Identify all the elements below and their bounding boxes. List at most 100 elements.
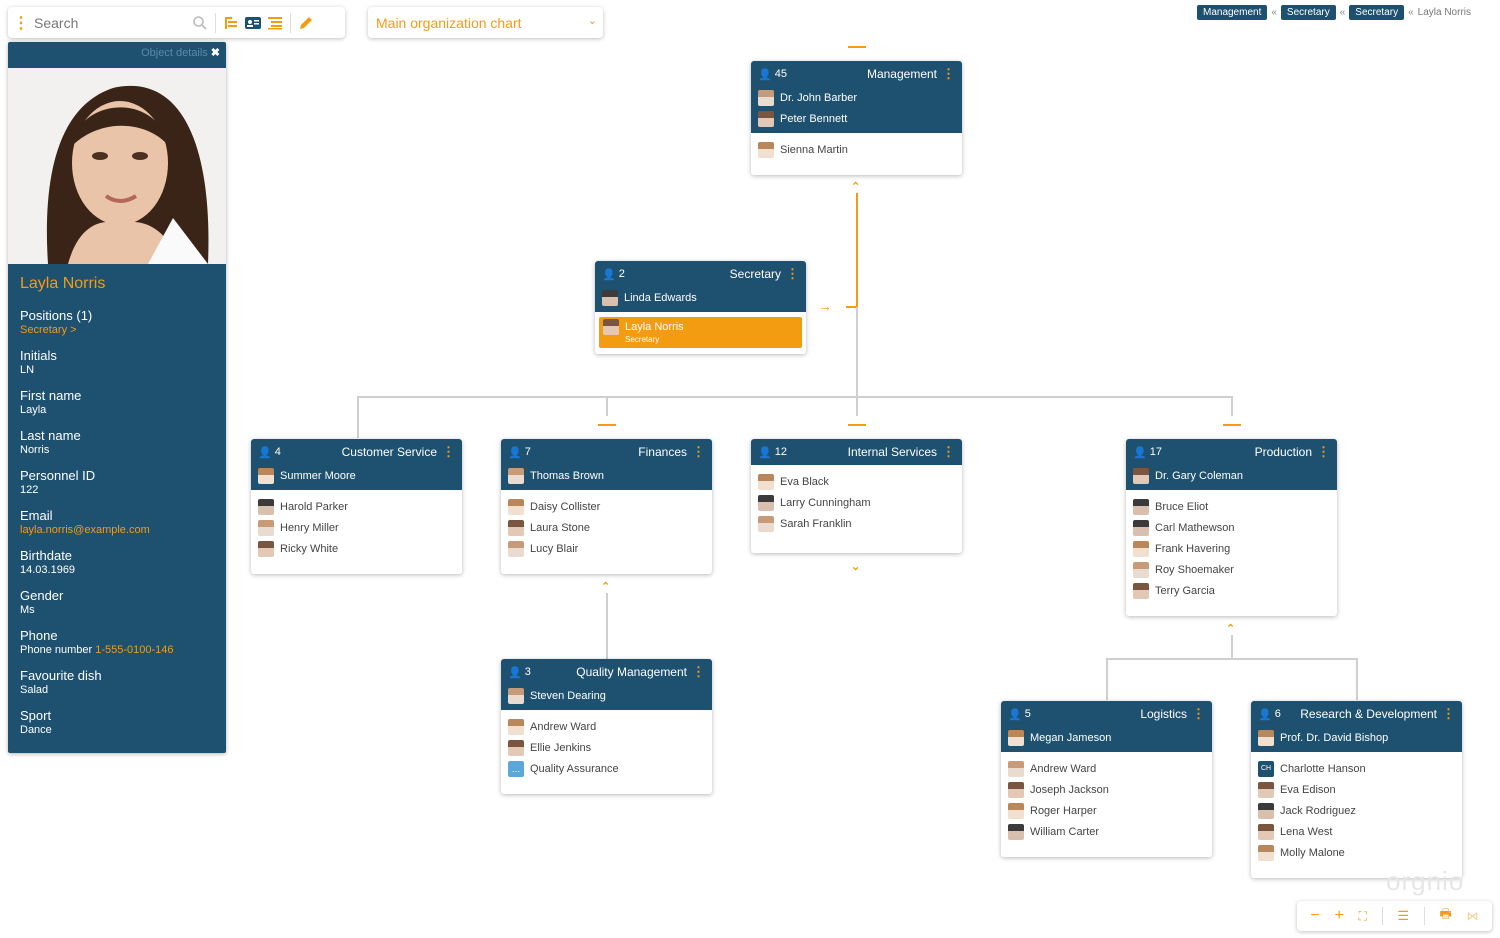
box-menu-icon[interactable]: ⋮ [692,664,705,679]
menu-icon[interactable]: ⋮ [13,14,29,32]
avatar [1133,561,1149,578]
org-box-production[interactable]: 👤17 Production ⋮ Dr. Gary Coleman Bruce … [1126,439,1337,616]
member-row[interactable]: Carl Mathewson [1133,517,1330,538]
member-name: Lena West [1280,825,1333,838]
box-menu-icon[interactable]: ⋮ [1442,706,1455,721]
chart-selector[interactable]: Main organization chart ⌄ [368,7,603,38]
lead-person[interactable]: Dr. Gary Coleman [1133,465,1330,490]
email-link[interactable]: layla.norris@example.com [20,524,150,536]
box-members: Andrew Ward Ellie Jenkins …Quality Assur… [501,710,712,789]
box-menu-icon[interactable]: ⋮ [442,444,455,459]
zoom-out-icon[interactable]: − [1310,907,1320,924]
expand-down-icon[interactable]: ⌄ [851,561,861,573]
box-menu-icon[interactable]: ⋮ [942,444,955,459]
card-icon[interactable] [242,12,264,34]
expand-up-icon[interactable]: ⌃ [851,181,861,193]
box-title-row: 👤5 Logistics ⋮ [1008,701,1205,727]
member-row[interactable]: Sienna Martin [758,139,955,160]
box-menu-icon[interactable]: ⋮ [786,266,799,281]
lead-person[interactable]: Thomas Brown [508,465,705,490]
close-icon[interactable]: ✖ [210,47,220,59]
org-box-finances[interactable]: 👤7 Finances ⋮ Thomas Brown Daisy Collist… [501,439,712,574]
field-label: Last name [20,428,81,443]
tree-list-icon[interactable] [220,12,242,34]
breadcrumb-item[interactable]: Secretary [1280,5,1336,20]
member-row[interactable]: Laura Stone [508,517,705,538]
member-row[interactable]: Frank Havering [1133,538,1330,559]
arrow-right-icon[interactable]: → [818,298,832,314]
lead-person[interactable]: Prof. Dr. David Bishop [1258,727,1455,752]
expand-up-icon[interactable]: ⌃ [1226,623,1236,635]
member-row[interactable]: Eva Black [758,471,955,492]
member-row[interactable]: Lucy Blair [508,538,705,559]
avatar [1133,498,1149,515]
org-box-internal-services[interactable]: 👤12 Internal Services ⋮ Eva Black Larry … [751,439,962,553]
breadcrumb-item[interactable]: Management [1196,5,1268,20]
share-icon[interactable]: ⋈ [1466,909,1479,923]
search-icon[interactable] [189,12,211,34]
count-value: 7 [524,446,531,458]
person-icon: 👤 [1258,708,1272,721]
search-input[interactable]: Search [34,14,79,31]
lead-person[interactable]: Dr. John Barber [758,87,955,108]
member-row[interactable]: Roy Shoemaker [1133,559,1330,580]
connector [1231,396,1233,416]
zoom-in-icon[interactable]: + [1334,907,1344,924]
member-row[interactable]: Andrew Ward [508,716,705,737]
box-menu-icon[interactable]: ⋮ [942,66,955,81]
member-row[interactable]: Terry Garcia [1133,580,1330,601]
member-name: Andrew Ward [1030,762,1097,775]
box-menu-icon[interactable]: ⋮ [1317,444,1330,459]
outline-icon[interactable] [264,12,286,34]
member-row[interactable]: Jack Rodriguez [1258,800,1455,821]
lead-person[interactable]: Steven Dearing [508,685,705,710]
avatar [758,141,774,158]
member-row[interactable]: …Quality Assurance [508,758,705,779]
lead-person[interactable]: Megan Jameson [1008,727,1205,752]
lead-person[interactable]: Linda Edwards [602,287,799,312]
employee-count: 👤45 [758,68,787,81]
org-box-management[interactable]: 👤45 Management ⋮ Dr. John Barber Peter B… [751,61,962,175]
connector [856,396,858,416]
member-row[interactable]: Ricky White [258,538,455,559]
phone-link[interactable]: 1-555-0100-146 [95,644,174,656]
org-box-customer-service[interactable]: 👤4 Customer Service ⋮ Summer Moore Harol… [251,439,462,574]
member-row[interactable]: Daisy Collister [508,496,705,517]
box-title: Logistics [1140,707,1187,721]
member-row[interactable]: Henry Miller [258,517,455,538]
selected-person[interactable]: Layla Norris Secretary [599,317,802,348]
lead-person[interactable]: Summer Moore [258,465,455,490]
breadcrumb-item[interactable]: Secretary [1349,5,1405,20]
org-box-research-development[interactable]: 👤6 Research & Development ⋮ Prof. Dr. Da… [1251,701,1462,878]
positions-link[interactable]: Secretary > [20,324,77,336]
member-row[interactable]: Ellie Jenkins [508,737,705,758]
member-row[interactable]: Sarah Franklin [758,513,955,534]
member-row[interactable]: Lena West [1258,821,1455,842]
member-row[interactable]: Larry Cunningham [758,492,955,513]
member-row[interactable]: Eva Edison [1258,779,1455,800]
initials-avatar: CH [1258,760,1274,777]
org-box-logistics[interactable]: 👤5 Logistics ⋮ Megan Jameson Andrew Ward… [1001,701,1212,857]
member-row[interactable]: Harold Parker [258,496,455,517]
member-row[interactable]: Bruce Eliot [1133,496,1330,517]
edit-icon[interactable] [295,12,317,34]
fit-icon[interactable]: ⛶ [1358,908,1367,923]
avatar [1258,781,1274,798]
org-box-secretary[interactable]: 👤2 Secretary ⋮ Linda Edwards Layla Norri… [595,261,806,354]
org-box-quality-management[interactable]: 👤3 Quality Management ⋮ Steven Dearing A… [501,659,712,794]
expand-up-icon[interactable]: ⌃ [601,581,611,593]
box-title: Production [1254,445,1312,459]
member-row[interactable]: Andrew Ward [1008,758,1205,779]
detail-field-phone: Phone Phone number 1-555-0100-146 [20,628,174,668]
member-row[interactable]: Roger Harper [1008,800,1205,821]
connector [598,424,616,426]
print-icon[interactable]: 🖶 [1439,906,1452,921]
member-row[interactable]: William Carter [1008,821,1205,842]
member-row[interactable]: Joseph Jackson [1008,779,1205,800]
box-menu-icon[interactable]: ⋮ [692,444,705,459]
box-menu-icon[interactable]: ⋮ [1192,706,1205,721]
member-row[interactable]: Molly Malone [1258,842,1455,863]
lead-person[interactable]: Peter Bennett [758,108,955,133]
settings-icon[interactable]: ☰ [1397,908,1410,923]
